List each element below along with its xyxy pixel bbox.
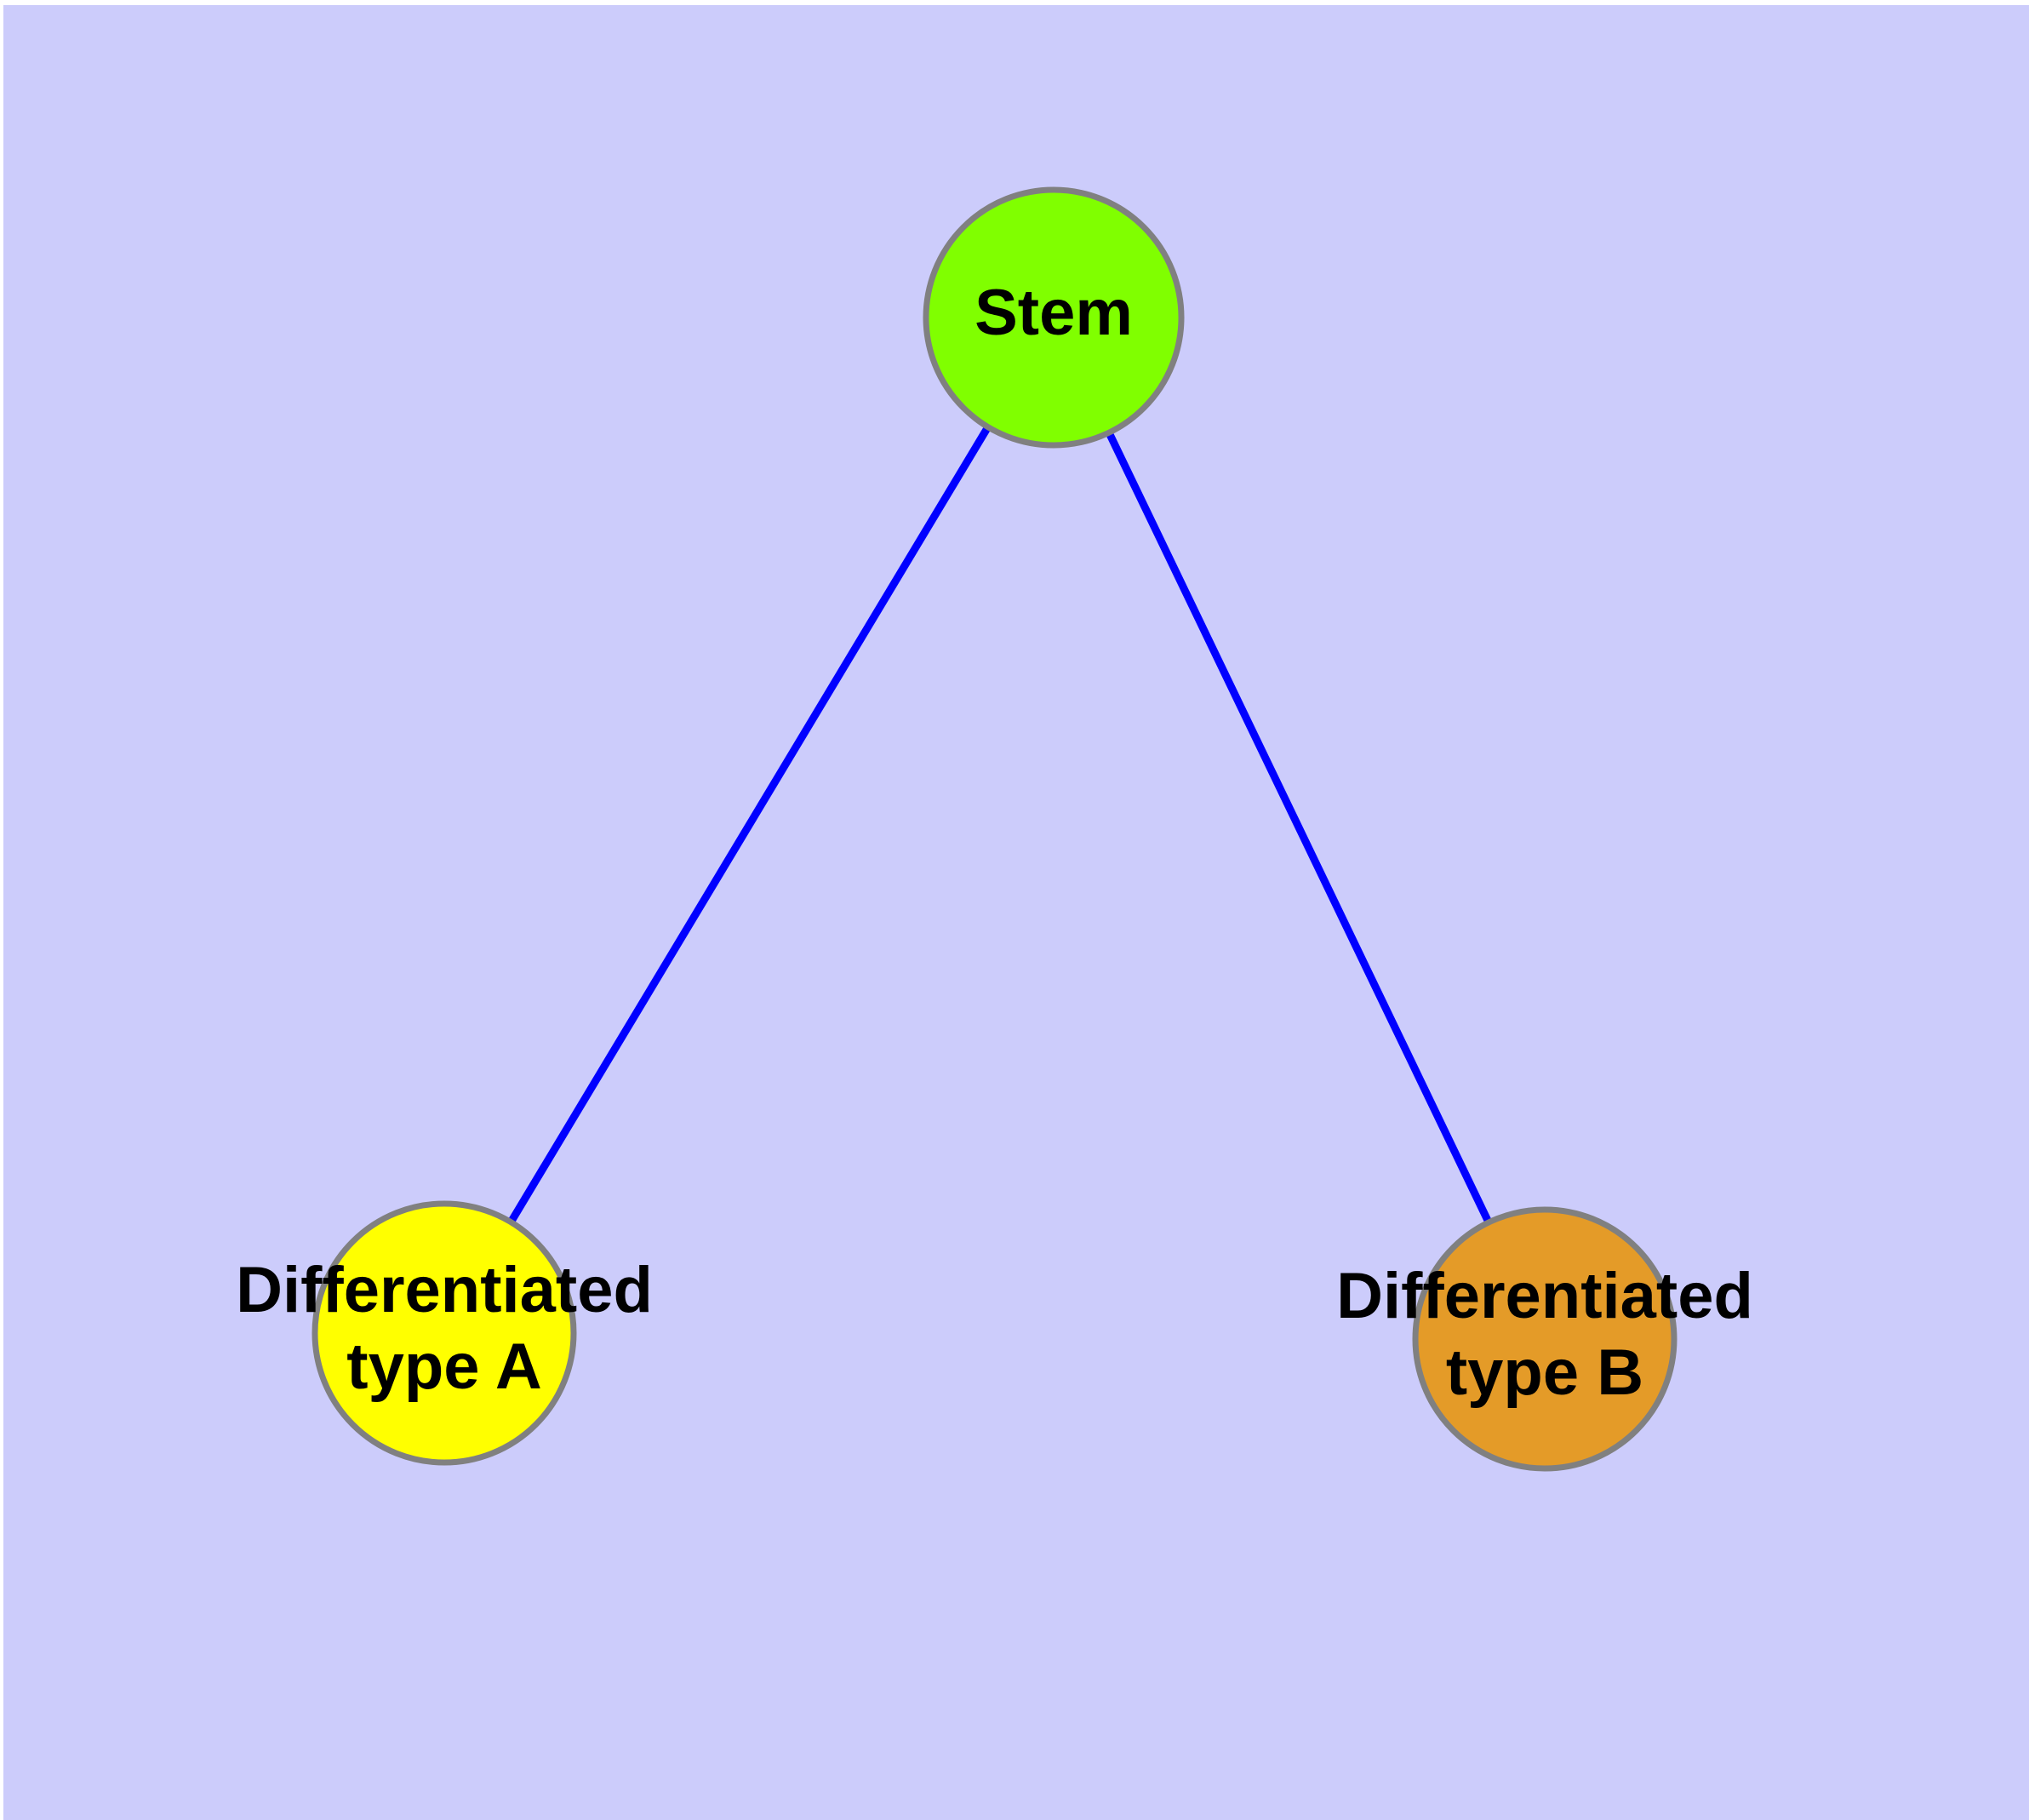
- node-stem[interactable]: [923, 186, 1185, 449]
- node-differentiated-type-a[interactable]: [311, 1200, 577, 1466]
- node-stem-circle[interactable]: [923, 186, 1185, 449]
- node-differentiated-type-a-circle[interactable]: [311, 1200, 577, 1466]
- node-stem-label: Stem: [974, 277, 1133, 349]
- node-differentiated-type-b-circle[interactable]: [1412, 1206, 1677, 1472]
- edge-layer: [506, 423, 1494, 1226]
- edge-stem-to-differentiated-type-b[interactable]: [1105, 429, 1494, 1226]
- node-differentiated-type-b[interactable]: [1412, 1206, 1677, 1472]
- edge-stem-to-differentiated-type-a[interactable]: [506, 423, 992, 1226]
- node-layer: [311, 186, 1677, 1472]
